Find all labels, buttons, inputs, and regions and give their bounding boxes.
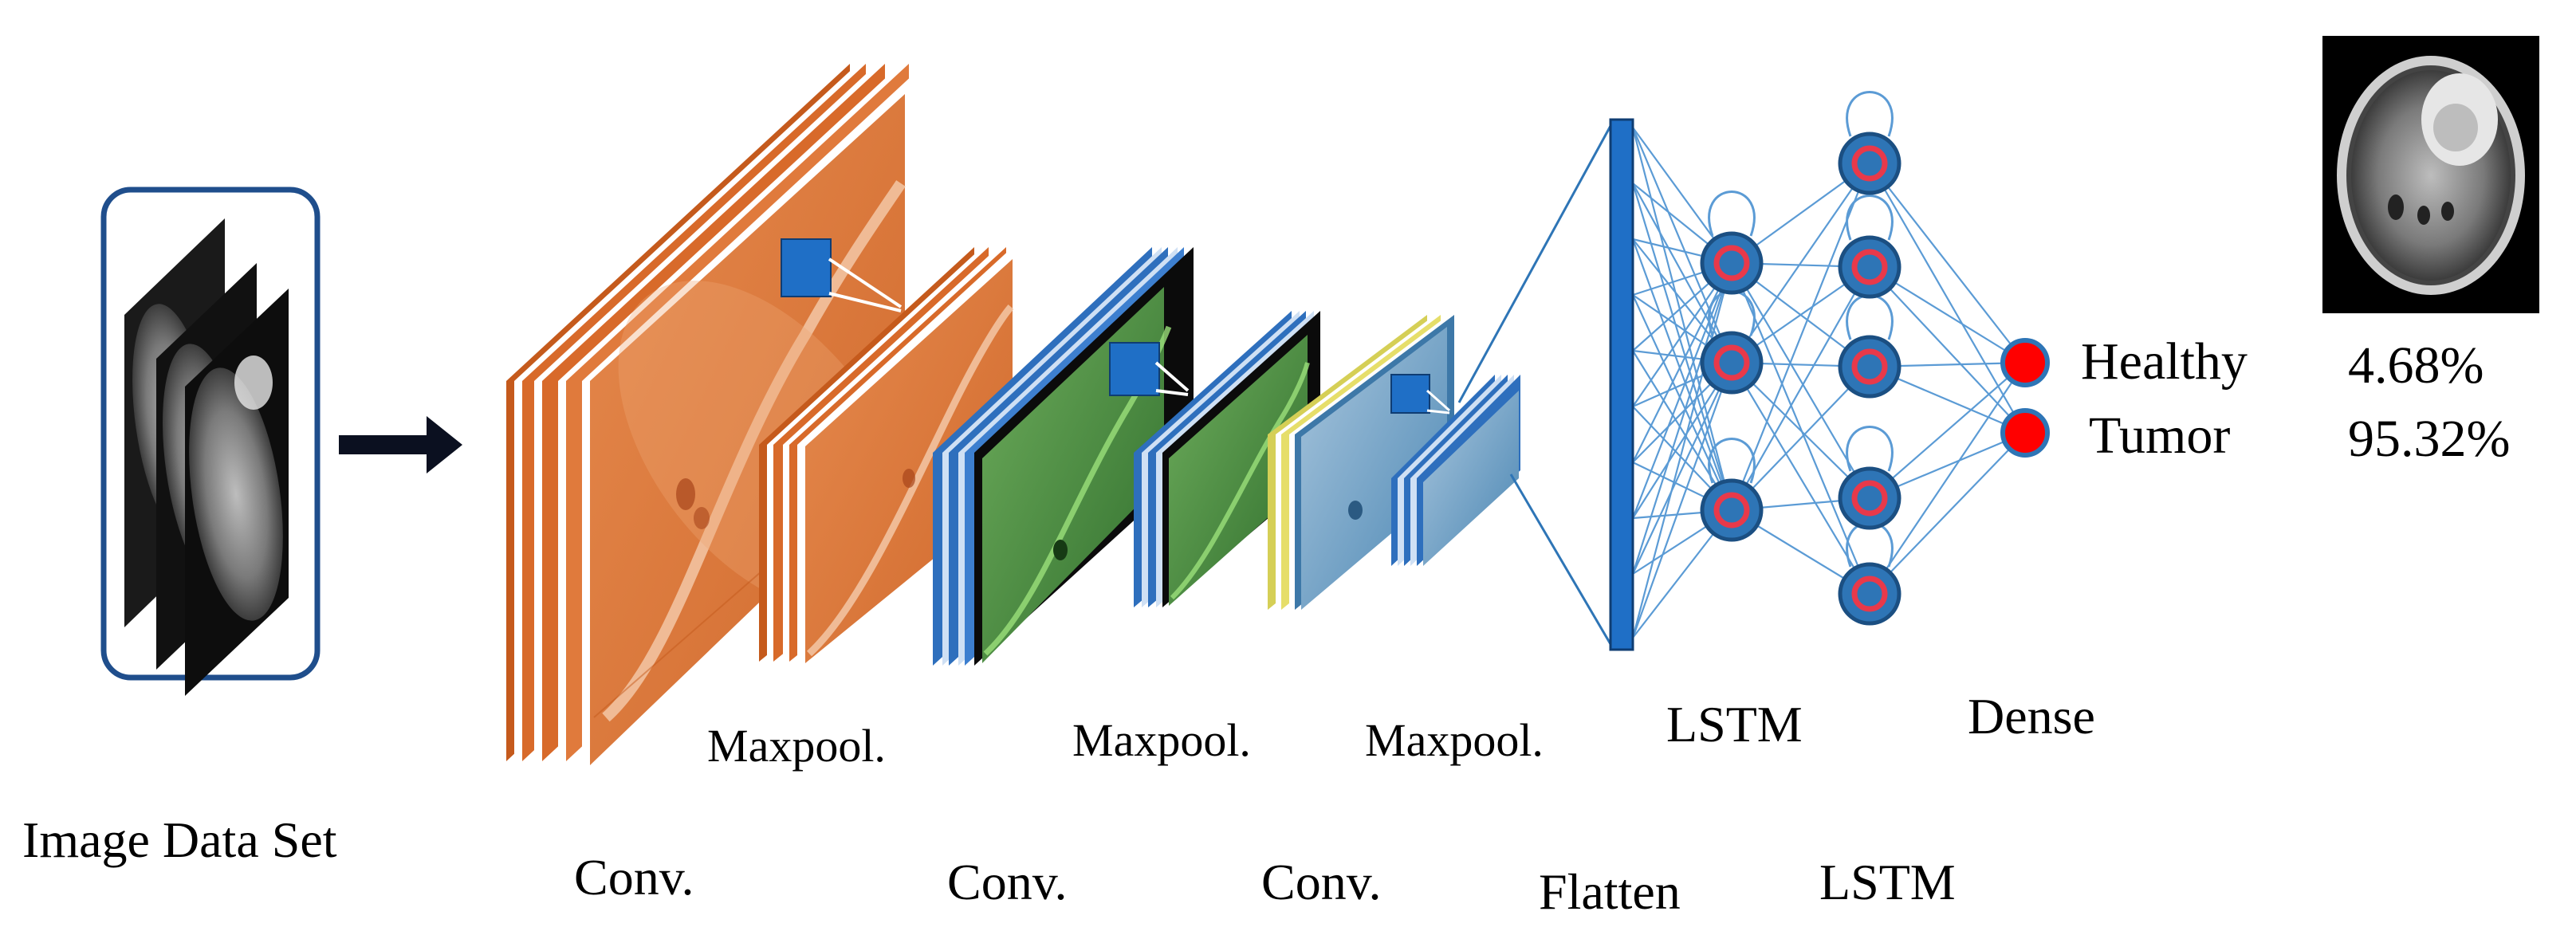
edge-lstm2-dense: [1869, 432, 2026, 595]
edge-flatten-lstm1: [1632, 183, 1732, 363]
label-conv-3: Conv.: [1261, 854, 1382, 910]
lstm1-node: [1700, 478, 1764, 542]
edge-flatten-lstm1: [1631, 238, 1733, 511]
lstm2-node: [1838, 235, 1902, 299]
recurrent-loop: [1708, 191, 1756, 237]
conv2-feature-maps: Conv.: [933, 247, 1194, 910]
lstm2-node: [1838, 562, 1902, 626]
lstm1-node: [1700, 331, 1764, 395]
recurrent-loop: [1846, 194, 1894, 241]
edge-flatten-lstm1: [1632, 294, 1732, 511]
output-class-tumor: Tumor: [2089, 407, 2230, 465]
image-data-set: Image Data Set: [22, 187, 337, 868]
conv3-kernel: [1390, 374, 1430, 414]
edge-lstm2-dense: [1869, 362, 2026, 595]
output-class-healthy: Healthy: [2081, 332, 2248, 391]
maxpool3-feature-maps: Maxpool.: [1365, 375, 1544, 766]
edge-lstm1-lstm2: [1731, 163, 1870, 363]
edge-flatten-lstm1: [1631, 262, 1733, 519]
label-conv-1: Conv.: [574, 849, 694, 906]
label-flatten: Flatten: [1539, 863, 1681, 920]
edge-flatten-lstm1: [1632, 262, 1732, 463]
maxpool2-feature-maps: Maxpool.: [1072, 311, 1320, 766]
edge-lstm1-lstm2: [1731, 362, 1870, 499]
conv2-kernel: [1109, 342, 1160, 396]
recurrent-loop: [1846, 91, 1894, 137]
output-prob-tumor: 95.32%: [2348, 410, 2510, 468]
lstm1-node: [1700, 231, 1764, 295]
lstm2-node: [1838, 335, 1902, 399]
label-conv-2: Conv.: [947, 854, 1068, 910]
label-lstm-bottom: LSTM: [1819, 854, 1956, 910]
maxpool1-feature-maps: Maxpool.: [707, 247, 1014, 772]
label-lstm-top: LSTM: [1666, 696, 1803, 752]
network-connections: [1631, 127, 2026, 638]
flatten-vector: [1609, 118, 1634, 651]
edge-flatten-lstm1: [1632, 362, 1732, 575]
label-maxpool-2: Maxpool.: [1072, 714, 1251, 766]
dense-node-healthy: [2000, 338, 2050, 387]
label-image-data-set: Image Data Set: [22, 811, 337, 868]
lstm2-node: [1838, 466, 1902, 530]
edge-flatten-lstm1: [1631, 262, 1733, 575]
conv1-kernel: [781, 238, 832, 297]
right-arrow-icon: [339, 416, 462, 473]
lstm2-node: [1838, 132, 1902, 195]
recurrent-loop: [1846, 294, 1894, 340]
edge-flatten-lstm1: [1631, 183, 1733, 511]
edge-lstm1-lstm2: [1731, 366, 1870, 511]
edge-flatten-lstm1: [1631, 362, 1733, 638]
maxpool-to-flatten-lines: [1457, 125, 1612, 645]
conv3-feature-maps: Conv.: [1261, 315, 1454, 910]
dense-node-tumor: [2000, 408, 2050, 458]
network-nodes: [1700, 132, 2050, 626]
edge-lstm2-dense: [1869, 266, 2026, 434]
recurrent-loop: [1708, 438, 1756, 484]
edge-lstm2-dense: [1869, 163, 2026, 363]
edge-lstm2-dense: [1869, 163, 2026, 434]
label-maxpool-3: Maxpool.: [1365, 714, 1544, 766]
label-dense: Dense: [1968, 688, 2095, 745]
output-classes: Healthy Tumor 4.68% 95.32%: [2081, 332, 2510, 468]
edge-flatten-lstm1: [1631, 262, 1733, 638]
output-prob-healthy: 4.68%: [2348, 336, 2484, 395]
edge-lstm2-dense: [1869, 362, 2026, 499]
label-maxpool-1: Maxpool.: [707, 720, 886, 772]
recurrent-loop: [1846, 426, 1894, 472]
input-frame: [100, 187, 321, 681]
output-mri-image: [2322, 36, 2539, 313]
